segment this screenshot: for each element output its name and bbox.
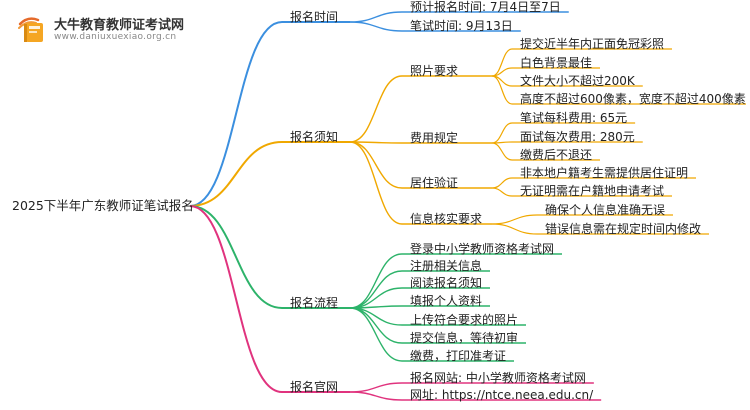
leaf-label: 面试每次费用: 280元 [520,130,635,144]
leaf-connector [491,223,538,235]
leaf-connector [491,142,513,161]
child-connector [349,307,403,344]
child-label: 填报个人资料 [410,294,483,308]
child-label: 网址: https://ntce.neea.edu.cn/ [410,388,594,402]
branch-label: 报名流程 [290,296,339,310]
child-label: 信息核实要求 [410,212,483,226]
leaf-connector [491,187,513,197]
child-connector [349,11,403,23]
child-connector [349,141,403,144]
child-connector [349,141,403,225]
leaf-label: 白色背景最佳 [520,56,593,70]
leaf-label: 确保个人信息准确无误 [545,203,666,217]
branch-label: 报名须知 [290,130,339,144]
leaf-label: 缴费后不退还 [520,148,593,162]
leaf-label: 非本地户籍考生需提供居住证明 [520,166,689,180]
leaf-connector [491,122,513,144]
branch-label: 报名官网 [290,380,339,394]
child-connector [349,307,403,362]
logo-title: 大牛教育教师证考试网 [54,18,185,33]
branch-connector [189,205,283,393]
child-label: 缴费，打印准考证 [410,349,507,363]
child-connector [349,391,403,401]
child-label: 预计报名时间: 7月4日至7日 [410,0,561,14]
branch-connector [189,21,283,207]
leaf-connector [491,214,538,225]
child-connector [349,141,403,189]
leaf-connector [491,75,513,105]
child-label: 登录中小学教师资格考试网 [410,242,555,256]
book-logo-icon [18,17,43,42]
leaf-label: 提交近半年内正面免冠彩照 [520,37,665,51]
child-connector [349,287,403,309]
branch-connector [189,141,283,207]
branch-label: 报名时间 [290,10,339,24]
child-connector [349,270,403,309]
site-logo[interactable]: 大牛教育教师证考试网 www.daniuxuexiao.org.cn [18,12,218,48]
leaf-label: 无证明需在户籍地申请考试 [520,184,665,198]
child-connector [349,21,403,32]
child-label: 阅读报名须知 [410,276,483,290]
leaf-label: 文件大小不超过200K [520,74,635,88]
child-label: 照片要求 [410,64,459,78]
child-label: 笔试时间: 9月13日 [410,19,513,33]
child-label: 居住验证 [410,176,459,190]
child-label: 注册相关信息 [410,259,483,273]
child-connector [349,253,403,309]
leaf-label: 笔试每科费用: 65元 [520,111,628,125]
root-topic: 2025下半年广东教师证笔试报名 [12,198,194,213]
child-label: 报名网站: 中小学教师资格考试网 [410,371,586,385]
branch-connector [189,205,283,309]
child-label: 上传符合要求的照片 [410,313,519,327]
child-label: 提交信息，等待初审 [410,331,519,345]
leaf-connector [491,177,513,189]
child-connector [349,75,403,143]
child-connector [349,382,403,393]
logo-url: www.daniuxuexiao.org.cn [54,32,177,42]
child-label: 费用规定 [410,131,459,145]
leaf-label: 高度不超过600像素，宽度不超过400像素 [520,92,746,106]
leaf-label: 错误信息需在规定时间内修改 [545,222,702,236]
